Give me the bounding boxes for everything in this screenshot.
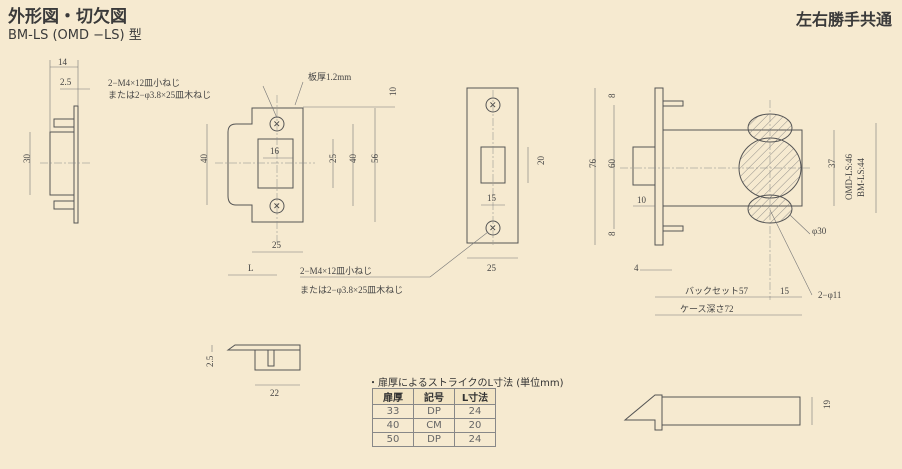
dimension-label: 10 xyxy=(637,195,647,205)
dimension-label: 25 xyxy=(272,240,282,250)
screw-note-4: または2−φ3.8×25皿木ねじ xyxy=(300,284,403,295)
cell: CM xyxy=(413,418,455,433)
dimension-label: 40 xyxy=(348,154,358,164)
dimension-label: 8 xyxy=(607,231,617,236)
dimension-label: 10 xyxy=(388,87,398,97)
dimension-label: 2.5 xyxy=(205,355,215,367)
cell: 20 xyxy=(454,418,496,433)
dimension-label: 22 xyxy=(270,388,279,398)
page-title: 外形図・切欠図 xyxy=(8,7,127,27)
strike-plate-front: ✕ ✕ 40 16 25 40 56 10 25 L 2−M4×12皿小ねじ ま… xyxy=(108,71,398,276)
dimension-label: 25 xyxy=(328,154,338,164)
dimension-label: 60 xyxy=(607,159,617,169)
dimension-label: 14 xyxy=(58,57,68,67)
cell: 50 xyxy=(372,432,414,447)
screw-note-1: 2−M4×12皿小ねじ xyxy=(108,78,180,88)
dimension-label: OMD-LS:46 xyxy=(844,153,854,200)
column-header: 記号 xyxy=(413,388,455,405)
cell: 40 xyxy=(372,418,414,433)
handedness-note: 左右勝手共通 xyxy=(795,10,892,29)
dimension-label: 15 xyxy=(780,286,790,296)
strike-side-view: 14 2.5 30 xyxy=(22,57,90,224)
table-row: 40 CM 20 xyxy=(372,418,496,433)
dimension-label: 4 xyxy=(634,263,639,273)
dimension-label: 40 xyxy=(199,154,209,164)
dimension-label: 56 xyxy=(370,154,380,164)
cell: 24 xyxy=(454,432,496,447)
strike-table-title: ・扉厚によるストライクのL寸法 (単位mm) xyxy=(368,378,564,389)
dimension-label: 25 xyxy=(487,263,497,273)
model-subtitle: BM-LS (OMD −LS) 型 xyxy=(8,28,142,43)
table-row: 33 DP 24 xyxy=(372,404,496,419)
lock-case-side: 76 60 8 8 10 37 OMD-LS:46 BM-LS:44 4 バック… xyxy=(588,87,877,316)
dimension-label: BM-LS:44 xyxy=(856,157,866,197)
dimension-label: 2.5 xyxy=(60,77,72,87)
cell: DP xyxy=(413,404,455,419)
faceplate-front: ✕ ✕ 20 15 25 2−M4×12皿小ねじ または2−φ3.8×25皿木ね… xyxy=(300,87,546,295)
screw-note-2: または2−φ3.8×25皿木ねじ xyxy=(108,89,211,100)
dimension-label: 2−φ11 xyxy=(818,290,841,300)
table-header-row: 扉厚 記号 L寸法 xyxy=(372,388,496,405)
table-row: 50 DP 24 xyxy=(372,432,496,447)
backset-label: バックセット57 xyxy=(685,286,749,296)
latch-bottom-view: 19 xyxy=(623,394,832,431)
dimension-label: L xyxy=(248,263,254,273)
dimension-label: 37 xyxy=(827,159,837,169)
dimension-label: 16 xyxy=(270,146,280,156)
dimension-label: 30 xyxy=(22,154,32,164)
cell: 33 xyxy=(372,404,414,419)
dimension-label: 8 xyxy=(607,93,617,98)
case-depth-label: ケース深さ72 xyxy=(680,304,734,314)
screw-note-3: 2−M4×12皿小ねじ xyxy=(300,266,372,276)
cell: 24 xyxy=(454,404,496,419)
screw-cross-icon: ✕ xyxy=(273,201,281,211)
dimension-label: 15 xyxy=(487,193,497,203)
column-header: 扉厚 xyxy=(372,388,414,405)
dimension-label: φ30 xyxy=(812,226,827,236)
cell: DP xyxy=(413,432,455,447)
strike-l-table: 扉厚 記号 L寸法 33 DP 24 40 CM 20 50 DP 24 xyxy=(372,388,496,447)
thickness-note: 板厚1.2mm xyxy=(308,71,351,82)
dimension-label: 19 xyxy=(822,400,832,410)
dimension-label: 20 xyxy=(536,156,546,166)
dimension-label: 76 xyxy=(588,159,598,169)
column-header: L寸法 xyxy=(454,388,496,405)
strike-bottom-view: 2.5 22 xyxy=(205,344,301,398)
